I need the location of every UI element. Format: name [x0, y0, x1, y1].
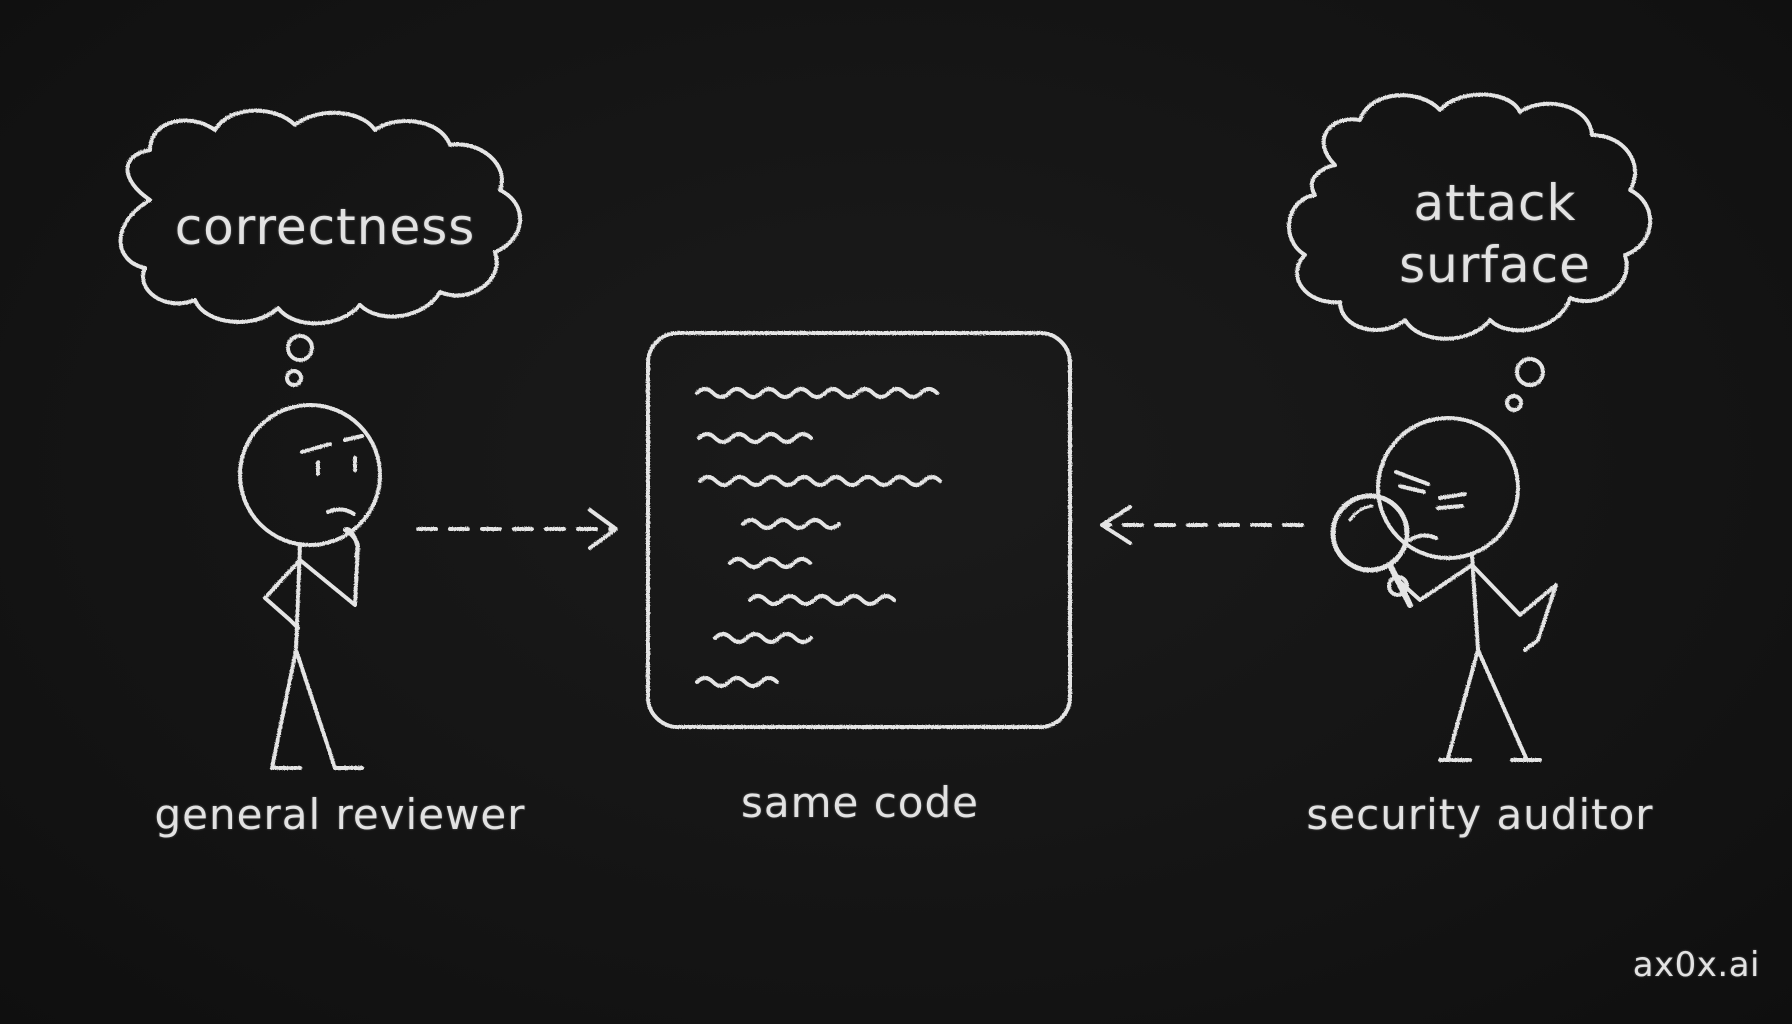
left-thought-bubble-small: [285, 369, 303, 387]
right-figure-body: [1470, 553, 1480, 652]
code-window-icon: [646, 331, 1072, 729]
left-figure-head: [238, 403, 382, 547]
left-figure-arm-to-chin: [298, 527, 360, 607]
right-thought-cloud-icon: [1287, 92, 1653, 341]
code-line-1: [695, 387, 939, 399]
general-reviewer-figure-icon: [238, 403, 382, 770]
right-thought-line-2: surface: [1399, 236, 1591, 294]
right-figure-brow-right: [1438, 492, 1467, 500]
left-figure-brow-right: [343, 434, 364, 442]
left-figure-leg-right: [294, 648, 337, 770]
code-line-4: [741, 518, 841, 530]
code-line-2: [697, 432, 813, 444]
magnifier-lens: [1330, 493, 1410, 573]
right-figure-head: [1376, 416, 1520, 560]
magnifier-glint: [1348, 504, 1374, 522]
right-figure-eye-left: [1398, 484, 1426, 494]
magnifying-glass-icon: [1330, 493, 1413, 608]
code-line-3: [698, 475, 942, 487]
same-code-label: same code: [740, 778, 979, 827]
code-line-5: [728, 557, 812, 569]
right-figure-mouth: [1408, 533, 1438, 542]
right-figure-eye-right: [1436, 504, 1464, 510]
left-figure-brow-left: [300, 442, 332, 454]
right-figure-arm-holding-glass: [1398, 563, 1474, 602]
left-thought-cloud-icon: [118, 108, 523, 326]
right-thought-bubble-small: [1505, 394, 1523, 412]
code-line-6: [748, 594, 896, 606]
right-thought-text: attack surface: [1320, 172, 1670, 296]
right-figure-leg-left: [1446, 648, 1480, 760]
magnifier-handle: [1387, 562, 1413, 608]
security-auditor-label: security auditor: [1306, 790, 1654, 839]
left-dashed-arrow-icon: [416, 508, 618, 550]
right-figure-arm-on-hip: [1470, 563, 1558, 652]
right-figure-leg-right: [1476, 648, 1528, 760]
left-figure-leg-left: [270, 648, 298, 770]
security-auditor-figure-icon: [1376, 416, 1558, 762]
code-line-7: [713, 632, 813, 644]
code-line-8: [695, 676, 779, 688]
left-figure-mouth: [326, 507, 356, 516]
left-thought-bubble-large: [286, 334, 314, 362]
magnifier-handle-joint: [1387, 575, 1409, 597]
left-thought-text: correctness: [174, 198, 476, 256]
watermark-text: ax0x.ai: [1632, 945, 1760, 985]
right-thought-bubble-large: [1515, 357, 1545, 387]
right-dashed-arrow-icon: [1100, 505, 1304, 545]
left-figure-arm-on-hip: [263, 558, 302, 630]
general-reviewer-label: general reviewer: [154, 790, 526, 839]
code-window-frame: [646, 331, 1072, 729]
right-figure-brow-left: [1394, 470, 1430, 486]
right-thought-line-1: attack: [1413, 174, 1577, 232]
